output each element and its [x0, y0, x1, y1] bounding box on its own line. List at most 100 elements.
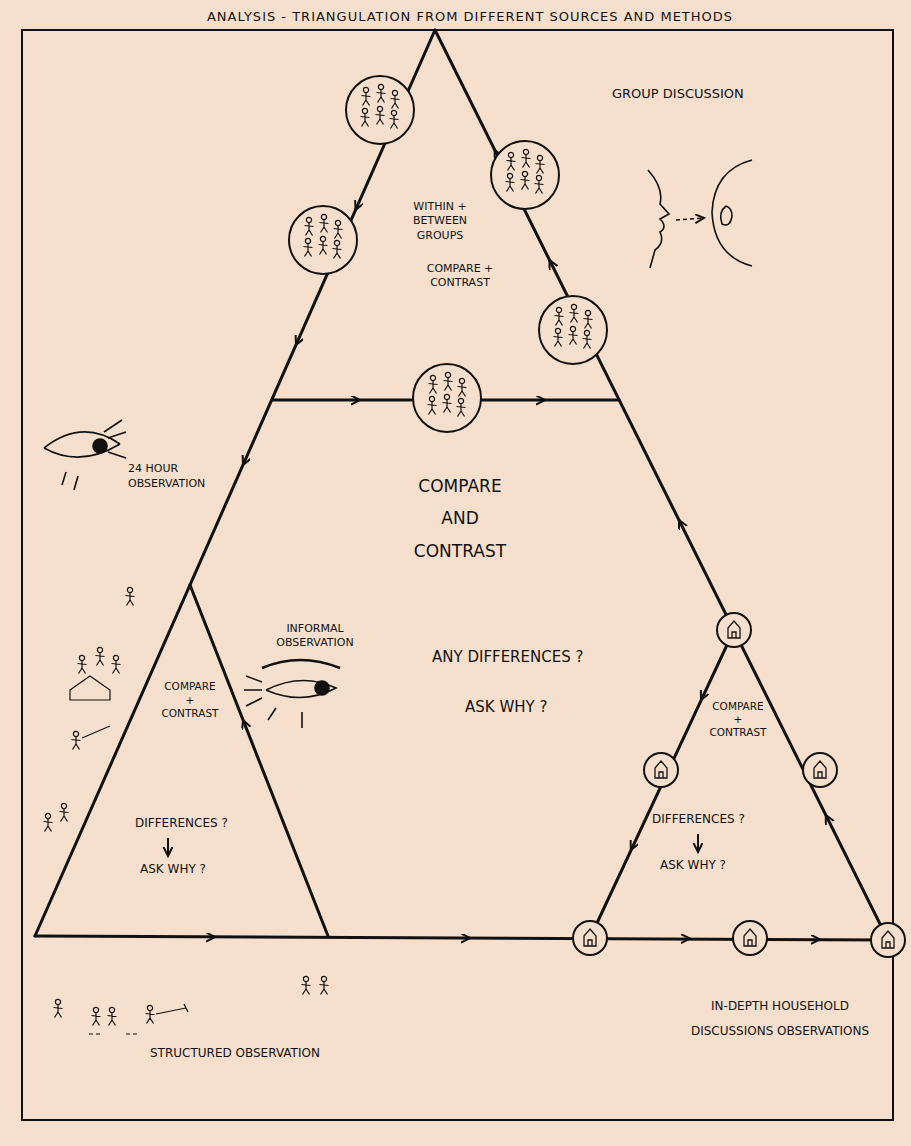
people-figures: [112, 655, 121, 673]
talking-faces: [676, 218, 704, 220]
eye-symbol: [44, 432, 120, 448]
note-label: COMPARE + CONTRAST: [708, 700, 768, 739]
eye-symbol: [262, 660, 340, 668]
flow-arrowheads: [243, 462, 244, 465]
people-figures: [96, 647, 105, 665]
household-circles: [814, 761, 826, 778]
people-figures: [78, 655, 87, 673]
talking-faces: [721, 206, 732, 225]
people-figures: [54, 999, 63, 1017]
flow-arrowheads: [701, 697, 702, 700]
people-figures: [108, 1007, 117, 1025]
household-circles: [728, 621, 740, 638]
people-figures: [54, 976, 329, 1034]
household-circles: [655, 761, 667, 778]
note-label: COMPARE + CONTRAST: [160, 680, 220, 721]
household-circles: [871, 923, 905, 957]
triangle-lines: [35, 30, 435, 936]
central-note: COMPARE AND CONTRAST: [405, 470, 515, 567]
note-label: WITHIN + BETWEEN GROUPS: [390, 200, 490, 243]
triangle-lines: [590, 630, 734, 938]
people-figures: [60, 803, 69, 821]
group-circles: [413, 364, 481, 432]
question-label: ANY DIFFERENCES ?: [432, 648, 583, 667]
question-label: ASK WHY ?: [660, 858, 726, 873]
household-circles: [584, 929, 596, 946]
frame: [22, 30, 893, 1120]
flow-arrowheads: [495, 150, 496, 153]
eye-symbol: [266, 680, 336, 697]
flow-arrowheads: [357, 399, 360, 401]
flow-arrowheads: [467, 937, 470, 939]
household-circles: [644, 753, 678, 787]
group-circles: [506, 149, 545, 193]
people-figures: [302, 976, 311, 994]
eye-symbol: [44, 420, 126, 490]
household-circles: [573, 921, 607, 955]
people-figures: [146, 1005, 155, 1023]
question-label: ASK WHY ?: [465, 698, 547, 717]
household-circles: [882, 931, 894, 948]
group-circles: [289, 206, 357, 274]
group-circles: [539, 296, 607, 364]
people-figures: [70, 676, 110, 700]
flow-arrowheads: [168, 150, 827, 939]
method-label: GROUP DISCUSSION: [612, 86, 744, 102]
people-figures: [82, 726, 110, 738]
group-circles: [554, 304, 593, 348]
eye-symbol: [244, 676, 276, 720]
people-figures: [44, 587, 135, 831]
flow-arrowheads: [167, 838, 169, 856]
people-figures: [86, 1033, 138, 1034]
people-figures: [92, 1007, 101, 1025]
diagram-title: ANALYSIS - TRIANGULATION FROM DIFFERENT …: [207, 9, 733, 25]
triangle-lines: [35, 30, 888, 940]
group-circles: [361, 84, 400, 128]
group-circles: [491, 141, 559, 209]
flow-arrowheads: [817, 938, 820, 940]
method-label: STRUCTURED OBSERVATION: [150, 1046, 320, 1061]
household-circles: [803, 753, 837, 787]
people-figures: [72, 731, 81, 749]
flow-arrowheads: [542, 399, 545, 401]
flow-arrowheads: [243, 720, 244, 723]
group-circles: [304, 214, 343, 258]
eye-symbol: [93, 439, 107, 453]
method-label: INFORMAL OBSERVATION: [265, 622, 365, 651]
group-circles: [289, 76, 607, 432]
household-circles: [717, 613, 751, 647]
talking-faces: [648, 170, 669, 268]
flow-arrowheads: [212, 936, 215, 938]
method-label: 24 HOUR OBSERVATION: [128, 462, 228, 492]
question-label: DIFFERENCES ?: [652, 812, 745, 827]
eye-symbol: [104, 420, 126, 458]
eye-symbol: [301, 712, 303, 728]
people-figures: [126, 587, 135, 605]
flow-arrowheads: [631, 847, 632, 850]
people-figures: [156, 1004, 188, 1014]
flow-arrowheads: [550, 260, 551, 263]
group-circles: [428, 372, 467, 416]
household-circles: [744, 929, 756, 946]
group-circles: [346, 76, 414, 144]
flow-arrowheads: [356, 207, 357, 210]
eye-symbol: [244, 660, 340, 728]
flow-arrowheads: [697, 834, 699, 852]
people-figures: [44, 813, 53, 831]
talking-faces: [712, 160, 752, 266]
household-circles: [573, 613, 905, 957]
note-label: COMPARE + CONTRAST: [410, 262, 510, 291]
flow-arrowheads: [679, 520, 680, 523]
question-label: ASK WHY ?: [140, 862, 206, 877]
flow-arrowheads: [296, 342, 297, 345]
people-figures: [320, 976, 329, 994]
flow-arrowheads: [826, 815, 827, 818]
household-circles: [733, 921, 767, 955]
triangle-lines: [435, 30, 888, 940]
eye-symbol: [44, 444, 120, 457]
eye-symbol: [62, 472, 78, 490]
flow-arrowheads: [687, 938, 690, 940]
method-label: IN-DEPTH HOUSEHOLD DISCUSSIONS OBSERVATI…: [690, 994, 870, 1044]
